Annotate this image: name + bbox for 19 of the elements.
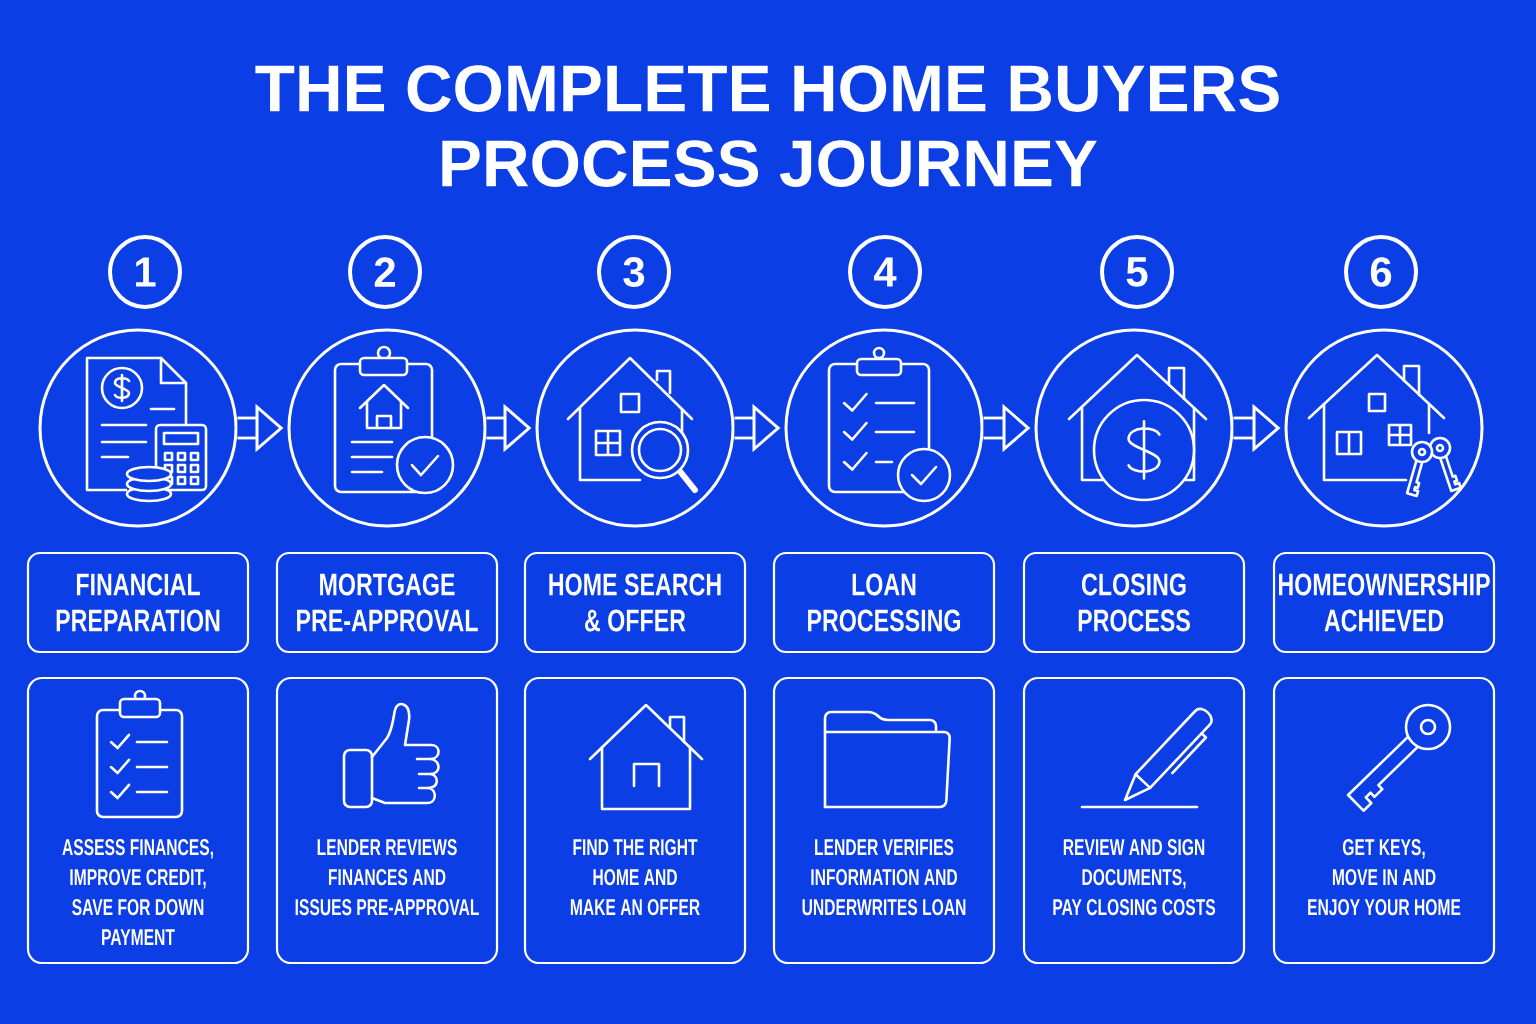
step-card: REVIEW AND SIGN DOCUMENTS, PAY CLOSING COSTS xyxy=(1022,676,1246,965)
step-label-box: HOMEOWNERSHIP ACHIEVED xyxy=(1272,551,1496,654)
step-card: LENDER REVIEWS FINANCES AND ISSUES PRE-APPROVAL xyxy=(275,676,499,965)
icon-circle xyxy=(38,328,238,528)
step-card: FIND THE RIGHT HOME AND MAKE AN OFFER xyxy=(523,676,747,965)
title: THE COMPLETE HOME BUYERS PROCESS JOURNEY xyxy=(255,65,1279,187)
icon-circle xyxy=(287,328,487,528)
step-card: LENDER VERIFIES INFORMATION AND UNDERWRITES LOAN xyxy=(772,676,996,965)
step-card: GET KEYS, MOVE IN AND ENJOY YOUR HOME xyxy=(1272,676,1496,965)
icon-circle xyxy=(1034,328,1234,528)
step-label-box: LOAN PROCESSING xyxy=(772,551,996,654)
step-card: ASSESS FINANCES, IMPROVE CREDIT, SAVE FOR DOWN PAYMENT xyxy=(26,676,250,965)
step-label-box: HOME SEARCH & OFFER xyxy=(523,551,747,654)
icon-circle xyxy=(784,328,984,528)
step-label-box: CLOSING PROCESS xyxy=(1022,551,1246,654)
icon-circle xyxy=(535,328,735,528)
step-label-box: FINANCIAL PREPARATION xyxy=(26,551,250,654)
step-label-box: MORTGAGE PRE-APPROVAL xyxy=(275,551,499,654)
icon-circle xyxy=(1284,328,1484,528)
